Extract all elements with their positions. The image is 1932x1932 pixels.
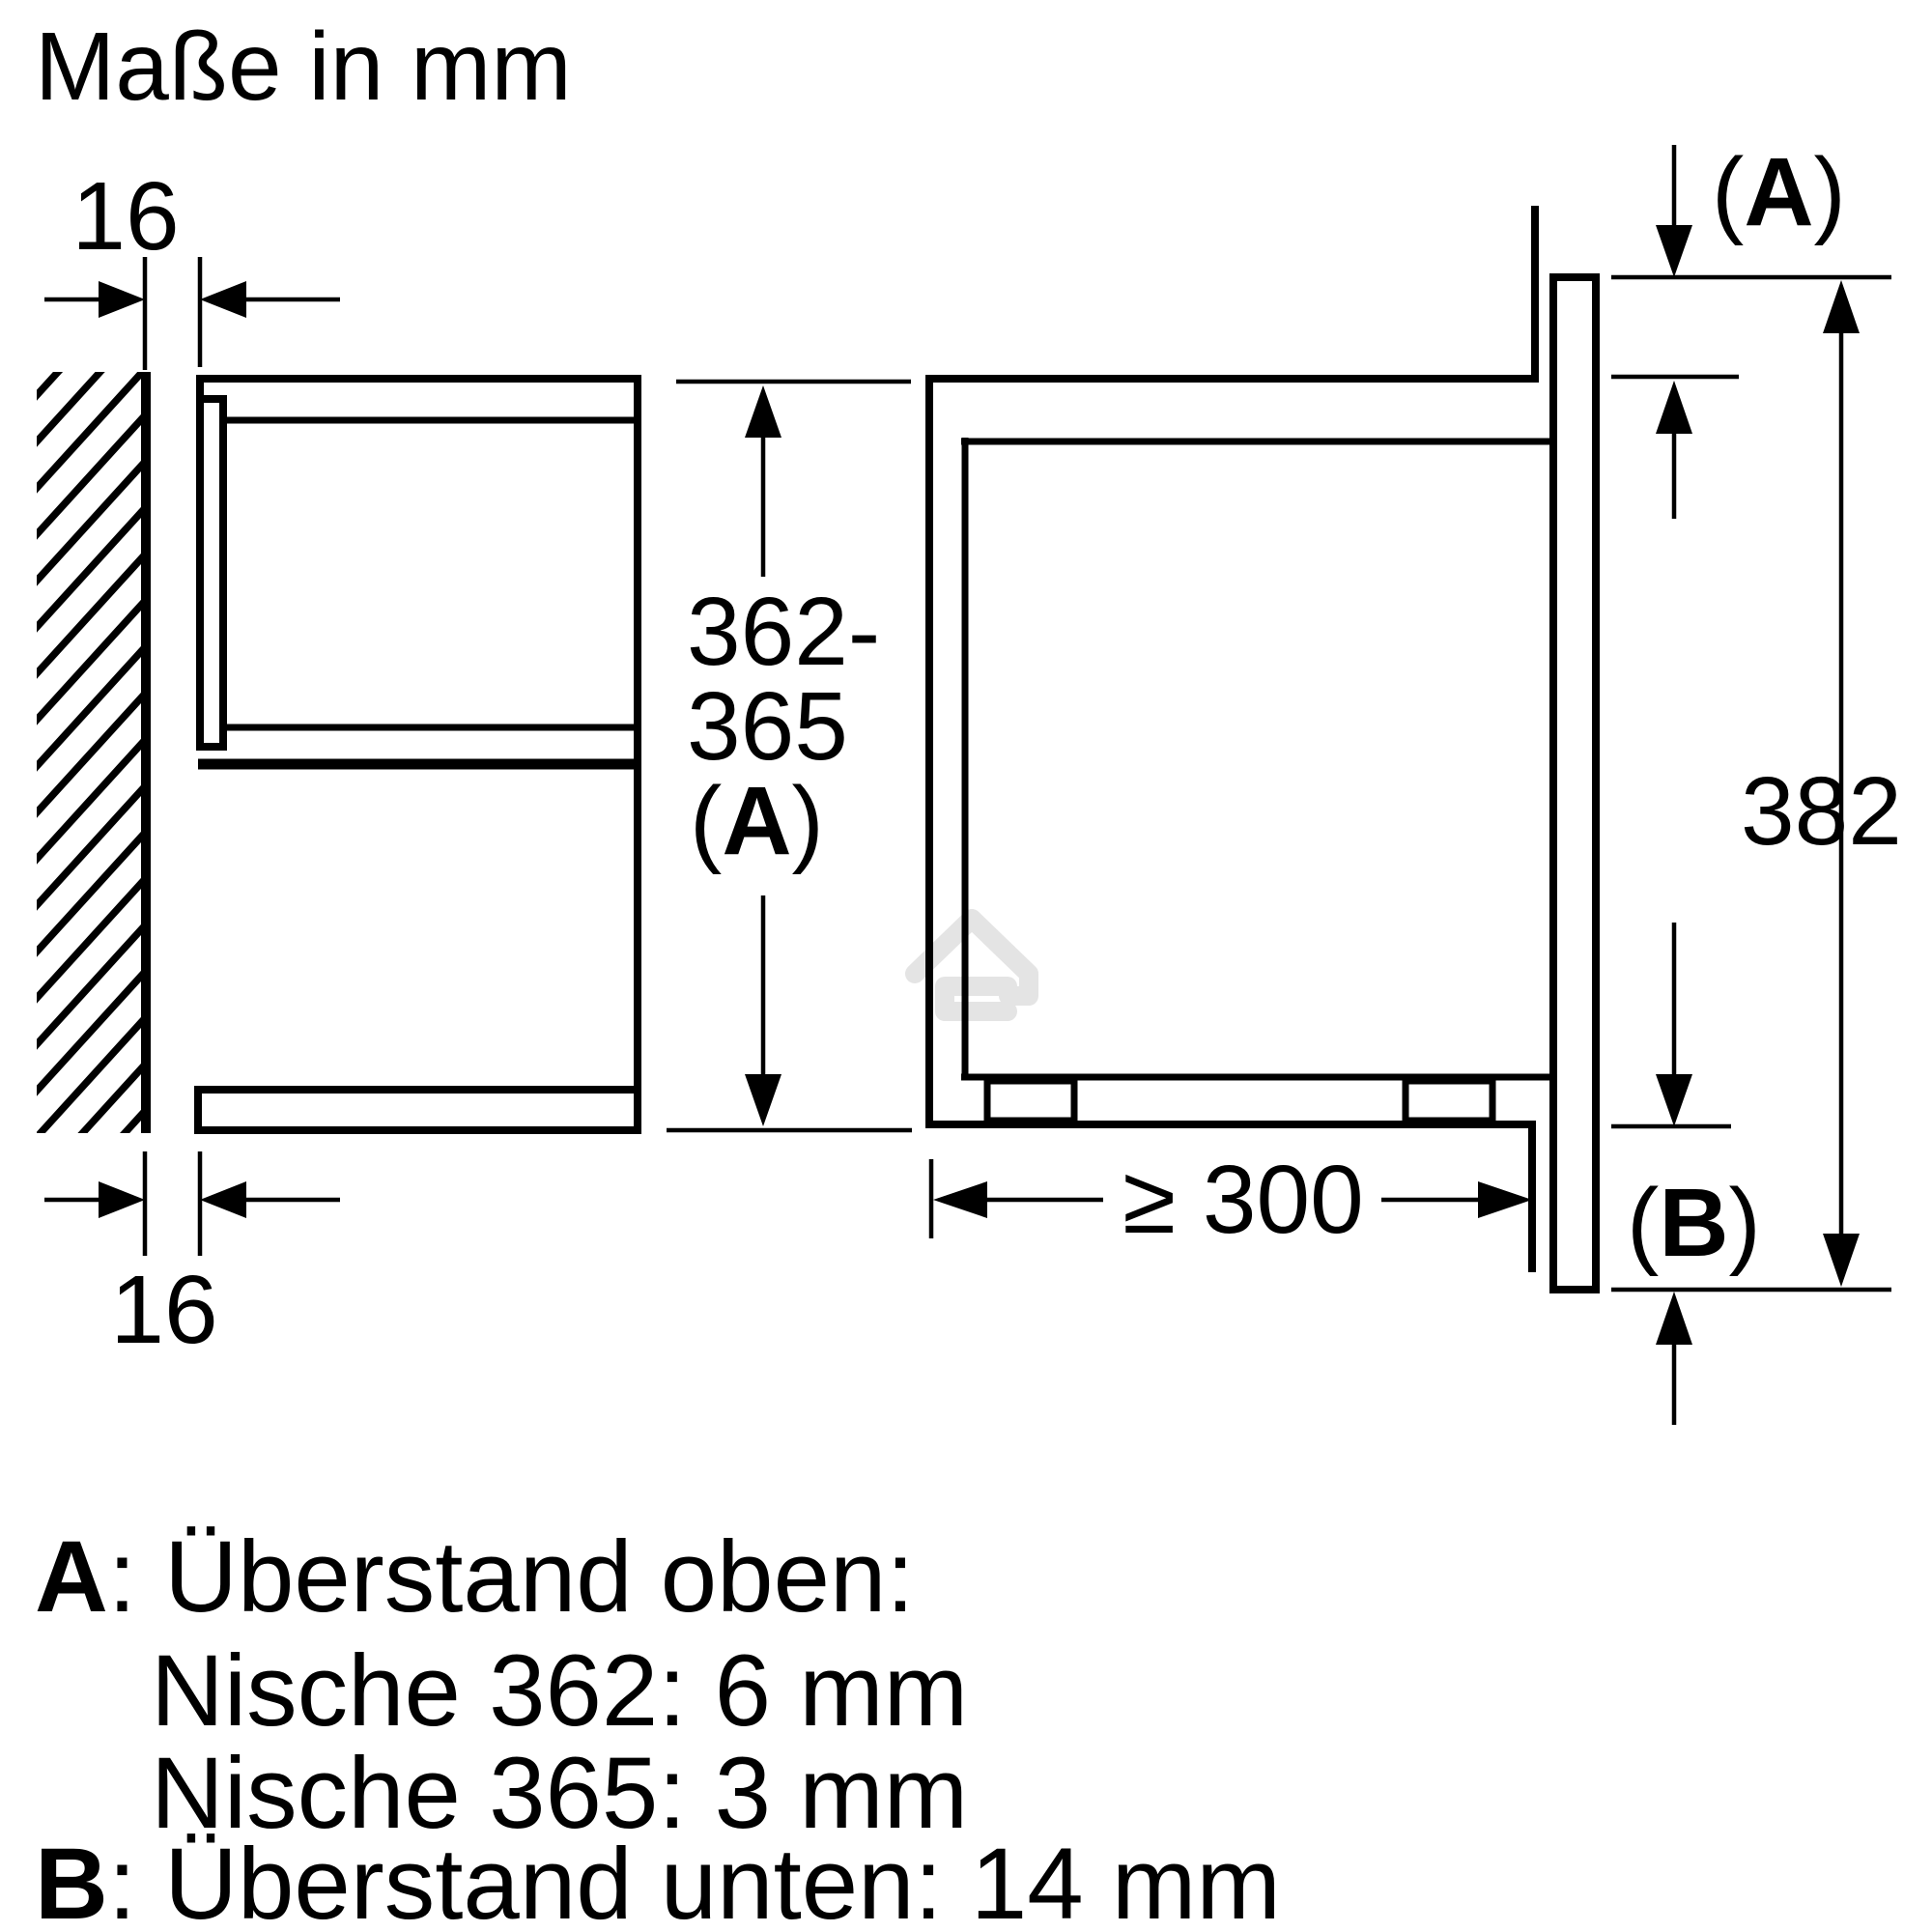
watermark-c-shape: [935, 977, 1017, 1021]
arrowhead-left-icon: [933, 1181, 987, 1218]
dim-label-gap-top: 16: [71, 162, 179, 270]
legend: A: Überstand oben: Nische 362: 6 mm Nisc…: [35, 1520, 1281, 1932]
arrowhead-up-icon: [1656, 1292, 1692, 1345]
arrowhead-right-icon: [1478, 1181, 1532, 1218]
front-panel: [1549, 273, 1600, 1293]
watermark-roof: [905, 909, 1038, 1006]
dim-label-niche-a: (A): [690, 767, 824, 875]
dim-label-niche-line2: 365: [687, 672, 848, 781]
dim-label-depth-min: ≥ 300: [1122, 1146, 1364, 1254]
appliance-foot-left: [983, 1077, 1078, 1124]
dim-label-front-height: 382: [1741, 757, 1902, 866]
bottom-board: [194, 1086, 641, 1134]
arrowhead-down-icon: [1656, 225, 1692, 277]
dim-overhang-top: (A): [1611, 138, 1891, 519]
left-figure: 16 16 362- 365 (A): [37, 162, 912, 1364]
arrowhead-up-icon: [1656, 381, 1692, 434]
arrowhead-down-icon: [1656, 1074, 1692, 1126]
dim-overhang-bottom: (B): [1611, 923, 1891, 1425]
dim-depth-min: ≥ 300: [928, 1146, 1532, 1254]
arrowhead-left-icon: [200, 281, 246, 318]
arrowhead-down-icon: [1823, 1234, 1860, 1287]
legend-line-a-sub1: Nische 362: 6 mm: [151, 1634, 968, 1747]
arrowhead-right-icon: [99, 281, 145, 318]
arrowhead-down-icon: [745, 1074, 781, 1126]
legend-line-a: A: Überstand oben:: [35, 1520, 915, 1634]
page-title: Maße in mm: [35, 13, 572, 121]
arrowhead-up-icon: [1823, 280, 1860, 333]
appliance-door-slab: [196, 395, 227, 751]
arrowhead-up-icon: [745, 385, 781, 438]
dim-label-overhang-bottom: (B): [1627, 1169, 1761, 1277]
dim-niche-height: 362- 365 (A): [667, 379, 912, 1133]
dim-label-niche-line1: 362-: [687, 578, 880, 686]
watermark-house-icon: [905, 909, 1038, 1021]
appliance-foot-right: [1402, 1077, 1496, 1124]
wall-hatching: [37, 372, 146, 1133]
dim-label-overhang-top: (A): [1712, 138, 1846, 246]
right-figure: (A) 382 (B) ≥ 300: [925, 138, 1902, 1425]
arrowhead-left-icon: [200, 1181, 246, 1218]
legend-line-b: B: Überstand unten: 14 mm: [35, 1828, 1281, 1932]
legend-line-a-sub2: Nische 365: 3 mm: [151, 1737, 968, 1850]
dim-gap-top: 16: [44, 162, 340, 370]
arrowhead-right-icon: [99, 1181, 145, 1218]
dim-label-gap-bottom: 16: [110, 1256, 217, 1364]
dim-gap-bottom: 16: [44, 1151, 340, 1364]
dim-front-height: 382: [1741, 280, 1902, 1287]
